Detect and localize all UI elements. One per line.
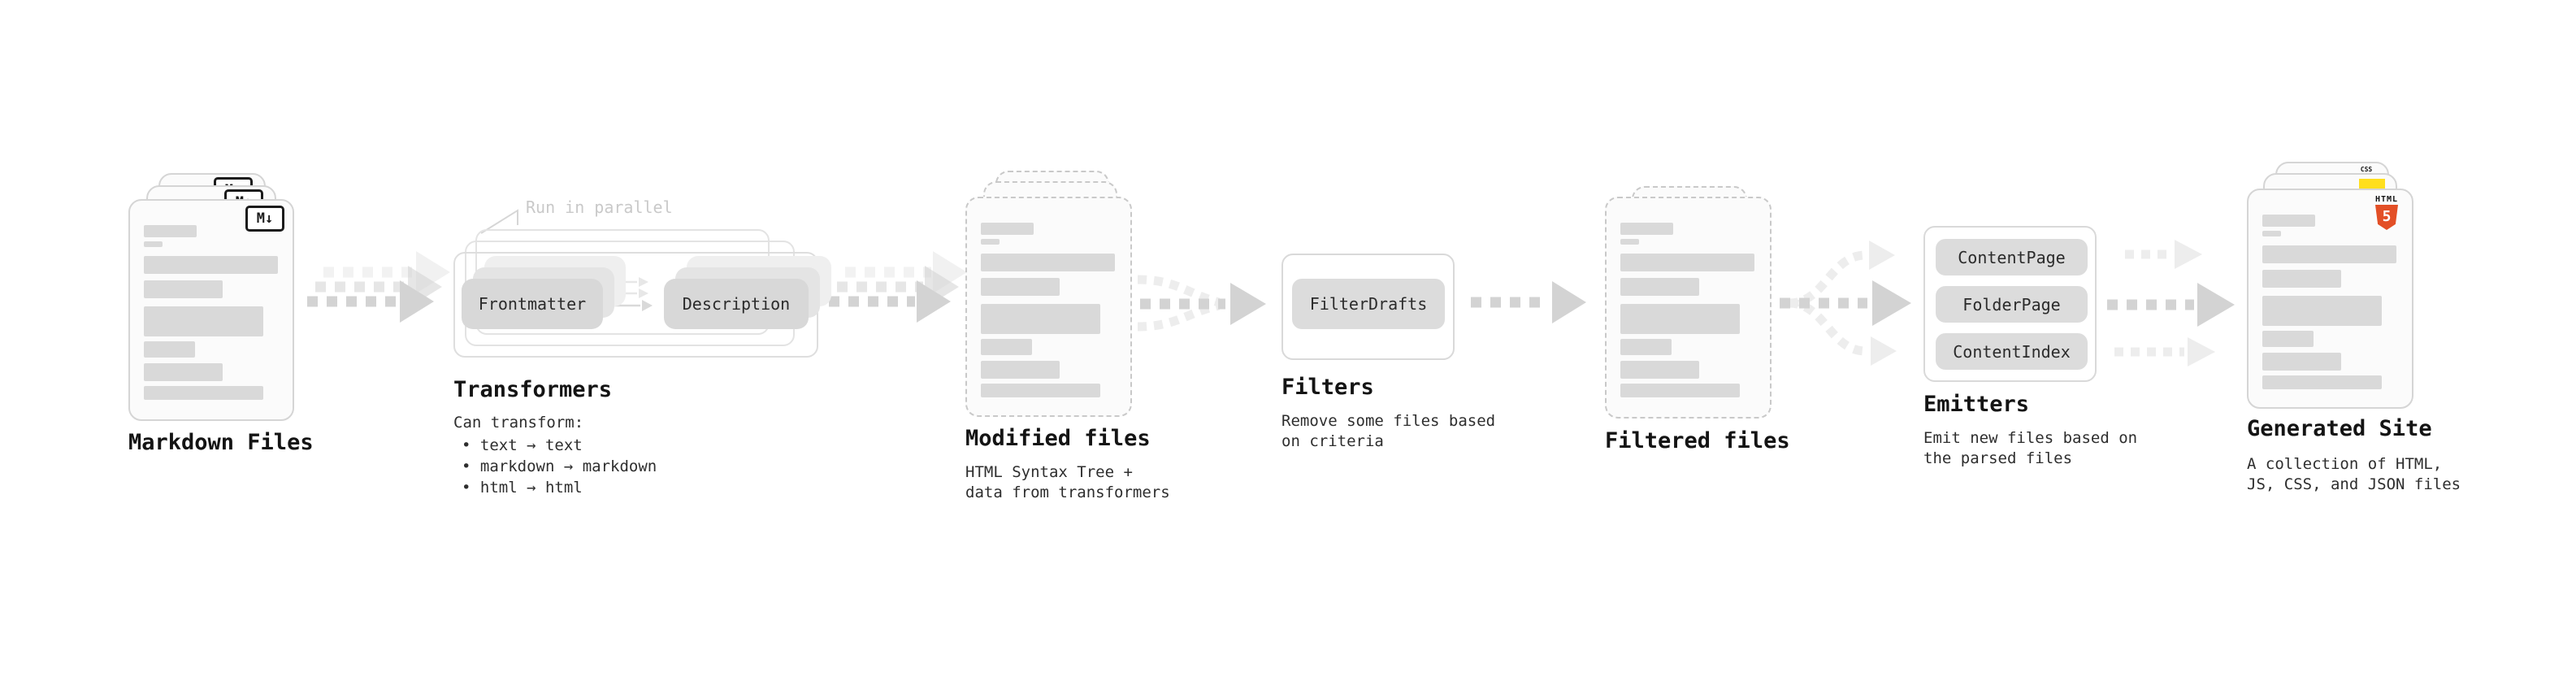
html5-icon: HTML 5 (2372, 195, 2401, 230)
generated-site-label: Generated Site (2247, 416, 2432, 441)
skeleton-line (981, 239, 1000, 245)
skeleton-line (981, 254, 1115, 271)
transformers-bullet: • markdown → markdown (462, 458, 657, 475)
flow-arrow-emitters-to-generated (2107, 240, 2235, 367)
skeleton-line (2262, 353, 2341, 371)
modified-files-subtitle: data from transformers (965, 484, 1170, 501)
filters-box: FilterDrafts (1281, 254, 1455, 360)
file-card: HTML 5 (2247, 189, 2413, 409)
skeleton-line (981, 384, 1100, 397)
skeleton-line (2262, 215, 2315, 227)
generated-site-subtitle: A collection of HTML, (2247, 455, 2443, 473)
transformers-bullet: • html → html (462, 479, 583, 497)
skeleton-line (2262, 270, 2341, 288)
skeleton-line (981, 361, 1060, 379)
file-card: M↓ (128, 199, 294, 421)
run-in-parallel-note: Run in parallel (526, 197, 673, 217)
skeleton-line (144, 280, 223, 298)
flow-arrow-filtered-to-emitters (1780, 241, 1911, 366)
skeleton-line (144, 306, 263, 336)
emitters-subtitle: the parsed files (1923, 449, 2073, 467)
skeleton-line (144, 363, 223, 381)
skeleton-line (1620, 239, 1639, 245)
flow-arrow-markdown-to-transformers (307, 251, 450, 323)
file-card-dashed (965, 197, 1132, 417)
emitters-subtitle: Emit new files based on (1923, 429, 2138, 447)
file-card-dashed (1605, 197, 1772, 419)
contentindex-pill: ContentIndex (1936, 333, 2088, 370)
filters-subtitle: on criteria (1281, 432, 1384, 450)
skeleton-line (1620, 361, 1699, 379)
filterdrafts-pill: FilterDrafts (1292, 279, 1445, 329)
skeleton-line (2262, 296, 2382, 326)
skeleton-line (981, 304, 1100, 334)
markdown-icon: M↓ (245, 206, 284, 232)
folderpage-pill: FolderPage (1936, 286, 2088, 323)
emitters-label: Emitters (1923, 392, 2030, 417)
transformers-subtitle: Can transform: (453, 414, 584, 432)
skeleton-line (144, 341, 195, 358)
skeleton-line (2262, 231, 2281, 236)
skeleton-line (1620, 278, 1699, 296)
description-pill: Description (664, 279, 809, 329)
skeleton-line (981, 339, 1032, 355)
transformers-label: Transformers (453, 377, 613, 402)
skeleton-line (1620, 304, 1740, 334)
skeleton-line (1620, 384, 1740, 397)
skeleton-line (144, 241, 163, 247)
skeleton-line (144, 225, 197, 237)
filtered-files-label: Filtered files (1605, 428, 1790, 453)
skeleton-line (1620, 254, 1754, 271)
skeleton-line (981, 278, 1060, 296)
filters-subtitle: Remove some files based (1281, 412, 1496, 430)
emitters-box: ContentPage FolderPage ContentIndex (1923, 226, 2097, 382)
contentpage-pill: ContentPage (1936, 239, 2088, 275)
skeleton-line (2262, 245, 2396, 263)
js-icon (2359, 179, 2385, 190)
skeleton-line (144, 256, 278, 274)
skeleton-line (981, 223, 1034, 235)
flow-arrow-transformers-to-modified (829, 251, 967, 323)
skeleton-line (1620, 339, 1672, 355)
transformers-bullet: • text → text (462, 436, 583, 454)
flow-arrow-filters-to-filtered (1471, 281, 1586, 323)
markdown-files-label: Markdown Files (128, 430, 314, 455)
skeleton-line (2262, 375, 2382, 389)
modified-files-label: Modified files (965, 426, 1151, 451)
frontmatter-pill: Frontmatter (462, 279, 603, 329)
skeleton-line (2262, 331, 2314, 347)
flow-arrow-modified-to-filters (1137, 275, 1266, 332)
skeleton-line (144, 386, 263, 400)
skeleton-line (1620, 223, 1673, 235)
modified-files-subtitle: HTML Syntax Tree + (965, 463, 1133, 481)
generated-site-subtitle: JS, CSS, and JSON files (2247, 475, 2461, 493)
filters-label: Filters (1281, 375, 1374, 400)
